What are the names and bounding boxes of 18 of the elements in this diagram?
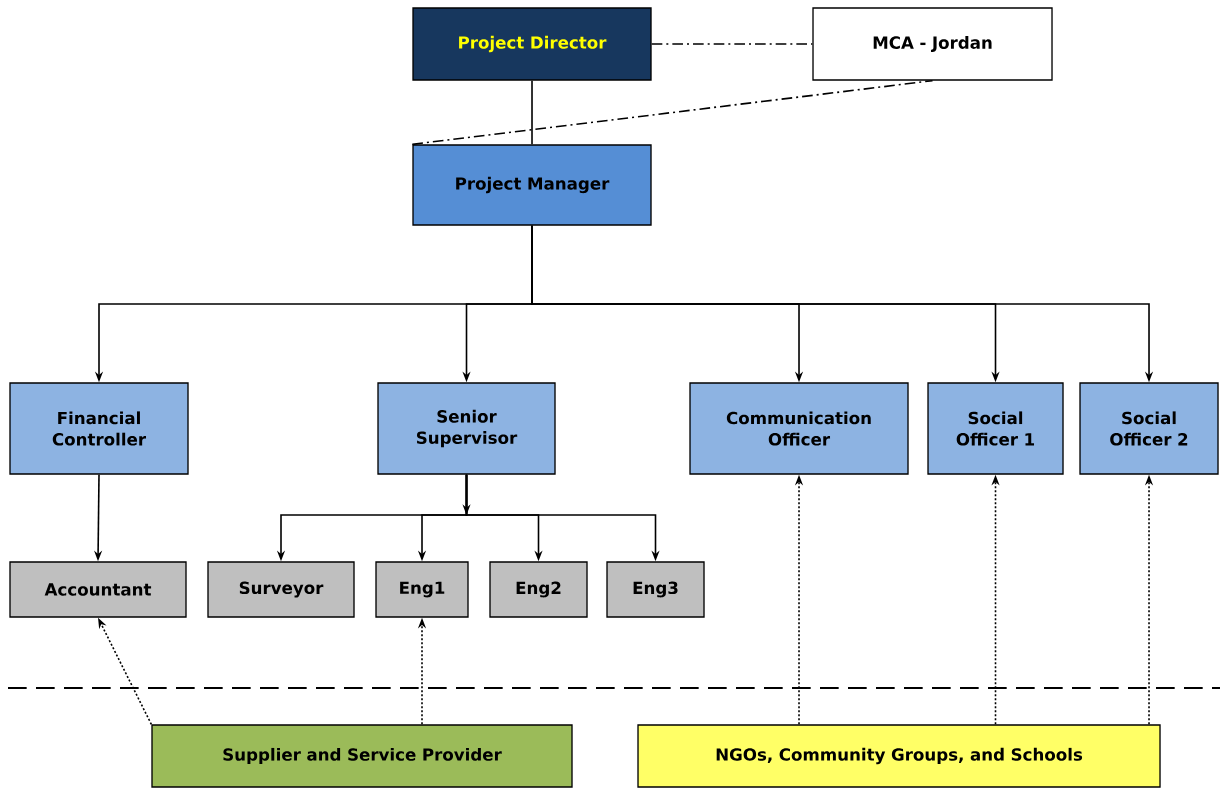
org-box: NGOs, Community Groups, and Schools <box>637 724 1161 788</box>
org-box: Communication Officer <box>689 382 909 475</box>
org-box: Social Officer 1 <box>927 382 1064 475</box>
org-box: Social Officer 2 <box>1079 382 1219 475</box>
org-box: Financial Controller <box>9 382 189 475</box>
connector <box>531 79 533 146</box>
org-box: Project Manager <box>412 144 652 226</box>
connector <box>650 43 814 45</box>
org-box: Eng1 <box>375 561 469 618</box>
org-box: Supplier and Service Provider <box>151 724 573 788</box>
org-box: Accountant <box>9 561 187 618</box>
org-box: Eng2 <box>489 561 588 618</box>
org-box: Eng3 <box>606 561 705 618</box>
connector <box>411 79 934 146</box>
org-box: MCA - Jordan <box>812 7 1053 81</box>
org-box: Project Director <box>412 7 652 81</box>
org-box: Senior Supervisor <box>377 382 556 475</box>
org-box: Surveyor <box>207 561 355 618</box>
